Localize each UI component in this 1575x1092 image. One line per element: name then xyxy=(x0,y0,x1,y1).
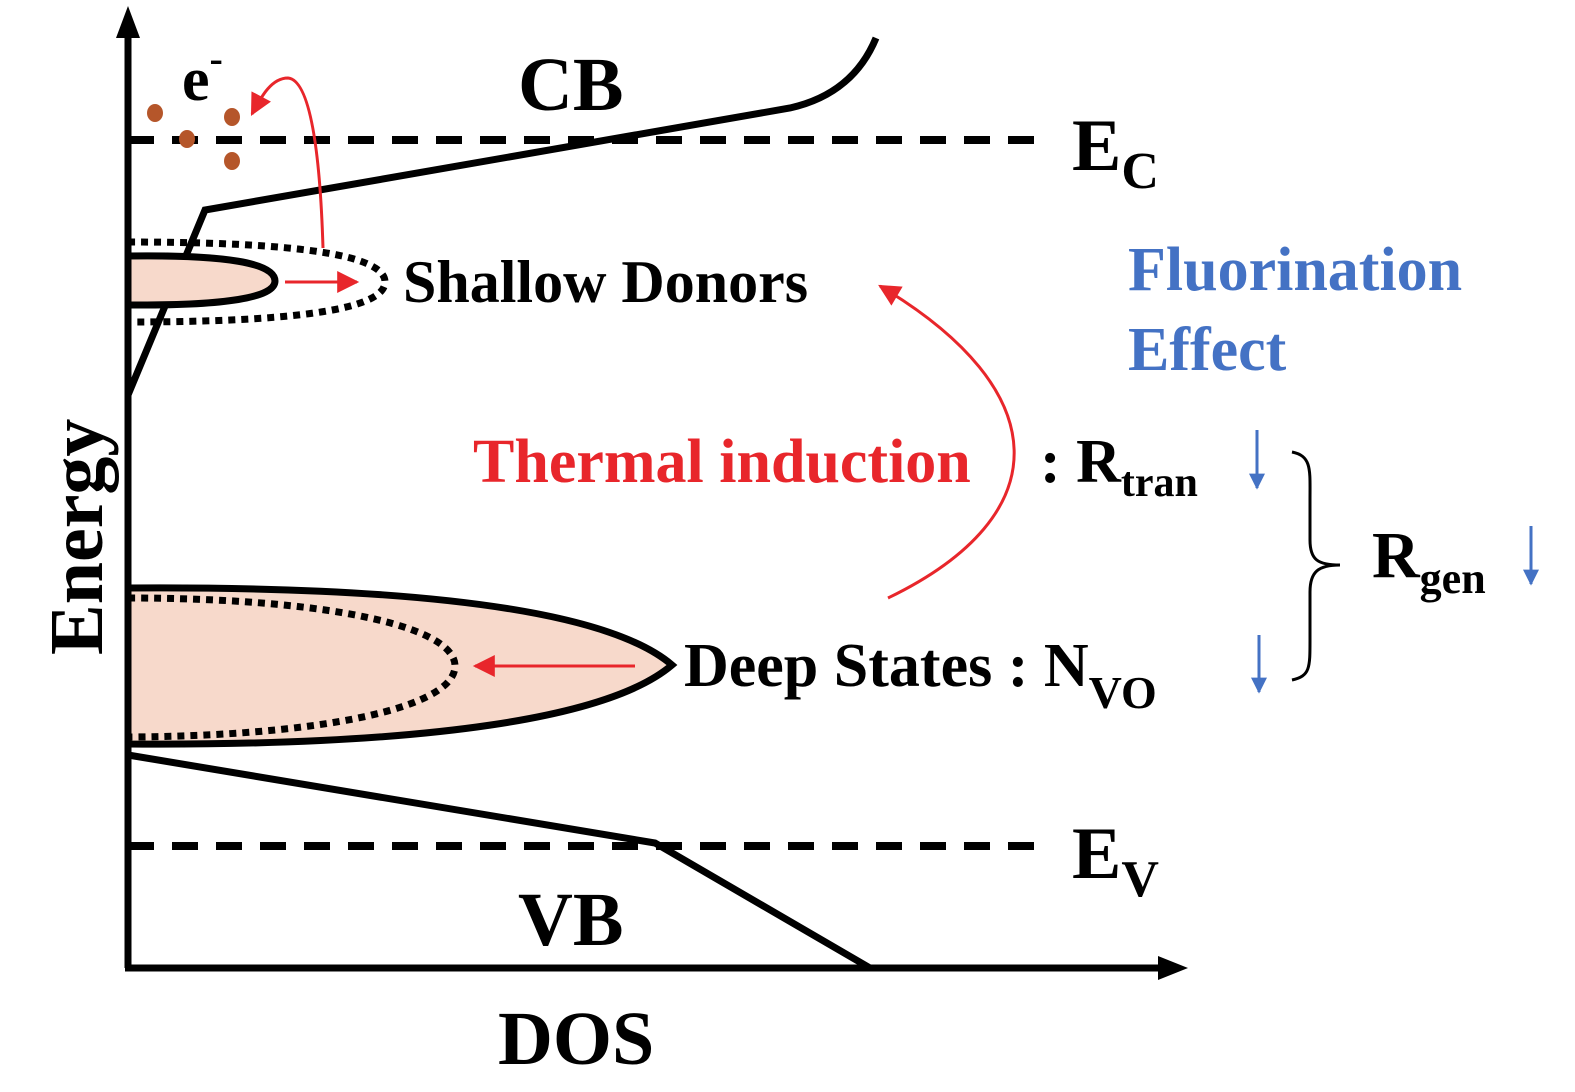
deep-state-reduced xyxy=(127,594,459,741)
ev-label: EV xyxy=(1072,813,1159,908)
electron-excitation-arrow xyxy=(250,76,325,249)
thermal-induction-arrow xyxy=(878,284,1016,600)
vb-label: VB xyxy=(518,878,624,962)
y-axis-label: Energy xyxy=(35,419,119,655)
electron-label: e- xyxy=(182,36,223,114)
shallow-donor-state xyxy=(124,252,279,309)
shallow-donor-expanded-state xyxy=(127,238,389,326)
rgen-label: Rgen xyxy=(1372,519,1486,603)
x-axis xyxy=(125,956,1188,980)
x-axis-arrowhead-icon xyxy=(1158,956,1188,980)
cb-label: CB xyxy=(518,43,624,127)
deep-state xyxy=(124,584,678,748)
deep-states-label: Deep States : NVO xyxy=(684,632,1157,718)
curly-brace xyxy=(1291,450,1341,682)
fluorination-label: Fluorination Effect xyxy=(1128,236,1478,384)
y-axis-arrowhead-icon xyxy=(116,6,140,38)
cb-dos-curve xyxy=(124,36,880,397)
shallow-donors-label: Shallow Donors xyxy=(403,249,808,315)
y-axis xyxy=(116,6,140,968)
electrons xyxy=(147,104,240,170)
x-axis-label: DOS xyxy=(498,997,654,1081)
rtran-label: : Rtran xyxy=(1040,428,1198,506)
ec-label: EC xyxy=(1072,105,1159,200)
vb-dos-curve xyxy=(127,751,872,972)
thermal-induction-label: Thermal induction xyxy=(473,428,971,496)
